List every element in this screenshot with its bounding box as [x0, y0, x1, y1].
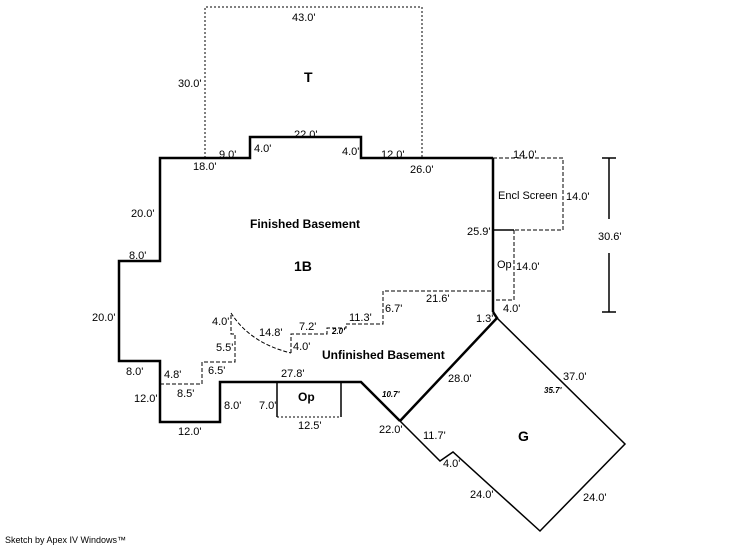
area-label-encl-screen: Encl Screen [498, 190, 557, 202]
dim-label: 4.0' [254, 143, 271, 155]
dim-label: 8.0' [126, 366, 143, 378]
door-swing-arc [230, 312, 292, 354]
dim-label: 2.0' [331, 327, 346, 336]
area-label-unfinished-basement: Unfinished Basement [322, 348, 445, 362]
dim-label: 24.0' [583, 492, 607, 504]
dim-label: 12.0' [134, 393, 158, 405]
dim-label: 37.0' [563, 371, 587, 383]
dim-label: 14.0' [513, 149, 537, 161]
dim-label: 7.0' [259, 400, 276, 412]
dim-label: 8.5' [177, 388, 194, 400]
dim-label: 14.0' [516, 261, 540, 273]
area-label-garage: G [518, 428, 529, 444]
garage-upper-wall [399, 311, 499, 422]
area-label-open-porch-right: Op [497, 259, 512, 271]
dim-label: 4.8' [164, 369, 181, 381]
dim-label: 8.0' [129, 250, 146, 262]
dim-label: 6.5' [208, 365, 225, 377]
dim-label: 9.0' [219, 149, 236, 161]
dim-label: 1.3' [476, 313, 493, 325]
encl-screen-outline [493, 157, 564, 231]
area-label-level-code: 1B [294, 258, 312, 274]
dim-label: 22.0' [379, 424, 403, 436]
dim-label: 25.9' [467, 226, 491, 238]
area-label-tier: T [304, 69, 313, 85]
unfinished-basement-outline [160, 313, 236, 385]
area-label-open-porch-bottom: Op [298, 390, 315, 404]
open-porch-right-outline [493, 230, 515, 301]
dim-label: 43.0' [292, 12, 316, 24]
finished-basement-outline [117, 135, 493, 424]
dim-label: 22.0' [294, 129, 318, 141]
dim-label: 12.0' [381, 149, 405, 161]
dim-label: 14.0' [566, 191, 590, 203]
dim-label: 35.7' [544, 386, 563, 395]
dim-label-overall: 30.6' [598, 231, 622, 243]
area-label-finished-basement: Finished Basement [250, 217, 360, 231]
dim-label: 24.0' [470, 489, 494, 501]
dim-label: 10.7' [382, 390, 401, 399]
dim-label: 20.0' [92, 312, 116, 324]
dim-label: 12.5' [298, 420, 322, 432]
dim-label: 18.0' [193, 161, 217, 173]
dim-label: 30.0' [178, 78, 202, 90]
dim-label: 20.0' [131, 208, 155, 220]
dim-label: 28.0' [448, 373, 472, 385]
dim-label: 5.5' [216, 342, 233, 354]
dim-label: 27.8' [281, 368, 305, 380]
dim-label: 6.7' [385, 303, 402, 315]
dim-label: 4.0' [443, 458, 460, 470]
dim-label: 4.0' [503, 303, 520, 315]
dim-label: 8.0' [224, 400, 241, 412]
dim-label: 7.2' [299, 321, 316, 333]
dim-label: 11.7' [423, 430, 446, 442]
dim-label: 4.0' [342, 146, 359, 158]
dim-label: 21.6' [426, 293, 450, 305]
garage-outline [399, 317, 627, 533]
dim-label: 14.8' [259, 327, 283, 339]
dim-label: 12.0' [178, 426, 202, 438]
dim-label: 26.0' [410, 164, 434, 176]
sketch-credit: Sketch by Apex IV Windows™ [5, 535, 126, 545]
unfinished-basement-outline-2 [290, 290, 493, 353]
dim-label: 4.0' [212, 316, 229, 328]
dim-label: 11.3' [349, 312, 372, 324]
dim-label: 4.0' [293, 341, 310, 353]
